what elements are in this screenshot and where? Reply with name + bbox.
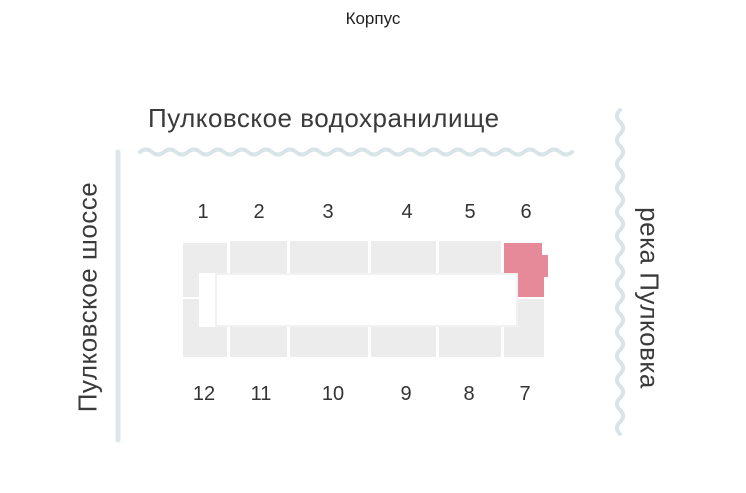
section-number-8: 8: [463, 383, 475, 405]
section-number-4: 4: [401, 201, 413, 223]
river-label: река Пулковка: [634, 207, 665, 389]
section-number-10: 10: [321, 383, 345, 405]
reservoir-wave: [138, 147, 574, 157]
section-4-block[interactable]: [369, 239, 438, 275]
section-11-block[interactable]: [228, 325, 289, 359]
section-8-block[interactable]: [437, 325, 503, 359]
section-number-9: 9: [400, 383, 412, 405]
section-number-6: 6: [520, 201, 532, 223]
page-title: Корпус: [345, 9, 401, 28]
section-number-11: 11: [250, 383, 272, 405]
section-number-5: 5: [464, 201, 476, 223]
section-3-block[interactable]: [288, 239, 370, 275]
reservoir-label: Пулковское водохранилище: [148, 103, 500, 133]
river-wave: [615, 108, 625, 436]
section-number-1: 1: [197, 201, 209, 223]
section-5-block[interactable]: [437, 239, 503, 275]
section-number-3: 3: [322, 201, 334, 223]
courtyard: [215, 273, 518, 327]
section-number-2: 2: [253, 201, 265, 223]
section-number-12: 12: [192, 383, 216, 405]
section-number-7: 7: [519, 383, 531, 405]
section-10-block[interactable]: [288, 325, 370, 359]
highway-label: Пулковское шоссе: [72, 181, 103, 413]
bottom-row-sections: [181, 297, 546, 359]
section-9-block[interactable]: [369, 325, 438, 359]
section-2-block[interactable]: [228, 239, 289, 275]
